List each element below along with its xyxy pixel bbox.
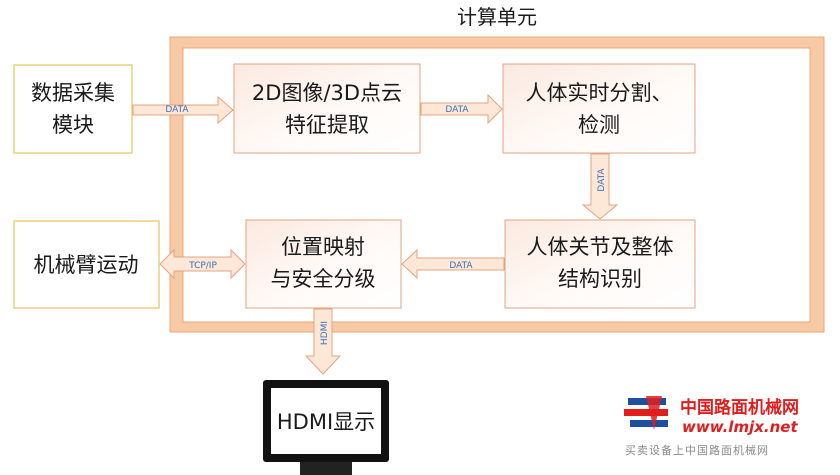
edge-joint-to-mapping: DATA [401, 248, 505, 280]
edge-collect-to-extract: DATA [132, 95, 234, 125]
node-image-point-cloud: 2D图像/3D点云 特征提取 [233, 63, 421, 154]
node-data-collection-line2: 模块 [52, 113, 94, 137]
edge-label-mapping-to-arm: TCP/IP [188, 261, 217, 271]
edge-mapping-to-hdmi: HDMI [304, 308, 342, 375]
node-joint-structure: 人体关节及整体 结构识别 [504, 219, 696, 309]
edge-label-collect-to-extract: DATA [165, 105, 189, 115]
watermark-logo-icon [624, 396, 668, 430]
edge-label-joint-to-mapping: DATA [449, 261, 473, 271]
node-segmentation-detection: 人体实时分割、 检测 [502, 63, 696, 154]
node-segmentation-line2: 检测 [578, 113, 620, 137]
node-position-mapping: 位置映射 与安全分级 [245, 219, 402, 309]
edge-extract-to-segment: DATA [420, 93, 503, 125]
compute-unit-title: 计算单元 [457, 5, 537, 29]
node-hdmi-display: HDMI显示 [263, 380, 389, 475]
watermark-url: www.lmjx.net [682, 418, 798, 436]
node-position-mapping-line2: 与安全分级 [271, 267, 376, 291]
node-image-point-cloud-line1: 2D图像/3D点云 [252, 81, 402, 105]
edge-label-mapping-to-hdmi: HDMI [320, 321, 330, 345]
watermark: 中国路面机械网 www.lmjx.net 买卖设备上中国路面机械网 [624, 396, 799, 457]
node-data-collection-line1: 数据采集 [31, 81, 115, 105]
edge-segment-to-joint: DATA [581, 153, 619, 220]
node-joint-structure-line1: 人体关节及整体 [527, 235, 674, 259]
node-segmentation-line1: 人体实时分割、 [526, 81, 673, 105]
watermark-sub: 买卖设备上中国路面机械网 [625, 443, 769, 457]
node-robot-arm: 机械臂运动 [13, 220, 160, 309]
edge-label-extract-to-segment: DATA [445, 105, 469, 115]
node-joint-structure-line2: 结构识别 [558, 267, 642, 291]
edge-mapping-to-arm: TCP/IP [159, 248, 246, 280]
watermark-cn: 中国路面机械网 [680, 397, 799, 418]
node-data-collection: 数据采集 模块 [13, 64, 133, 154]
node-hdmi-display-label: HDMI显示 [277, 410, 375, 434]
edge-label-segment-to-joint: DATA [597, 168, 607, 192]
node-robot-arm-label: 机械臂运动 [34, 253, 139, 277]
node-image-point-cloud-line2: 特征提取 [285, 113, 369, 137]
node-position-mapping-line1: 位置映射 [281, 235, 365, 259]
